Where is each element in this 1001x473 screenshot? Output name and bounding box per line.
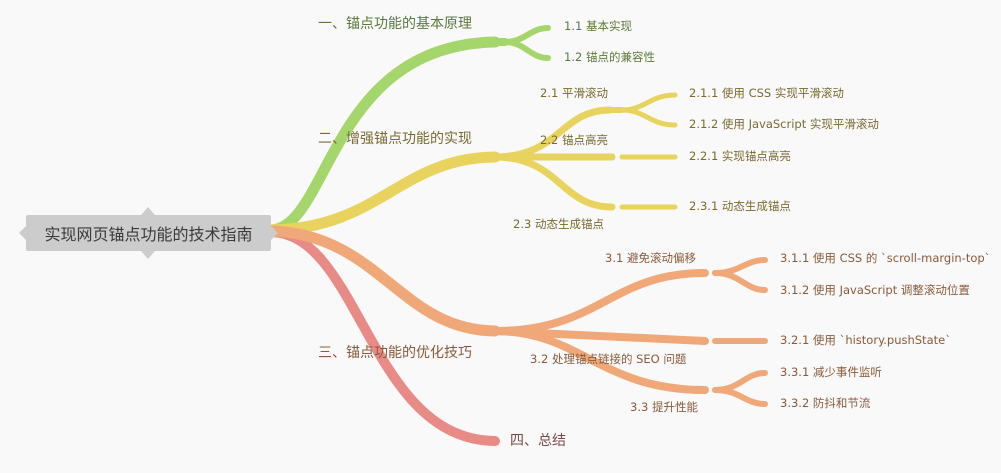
root-notch-top [141,207,155,215]
node-2-1-1[interactable]: 2.1.1 使用 CSS 实现平滑滚动 [689,86,844,100]
root-label: 实现网页锚点功能的技术指南 [44,225,253,244]
branch-2-lines [266,92,678,236]
node-2-1[interactable]: 2.1 平滑滚动 [540,86,608,100]
node-3-3-1[interactable]: 3.3.1 减少事件监听 [780,365,882,379]
node-2-3[interactable]: 2.3 动态生成锚点 [513,217,604,231]
node-3-1[interactable]: 3.1 避免滚动偏移 [605,251,696,265]
node-3-1-1[interactable]: 3.1.1 使用 CSS 的 `scroll-margin-top` [780,251,991,265]
branch-3-label[interactable]: 三、锚点功能的优化技巧 [318,345,472,361]
node-3-1-2[interactable]: 3.1.2 使用 JavaScript 调整滚动位置 [780,283,970,297]
branch-3-lines [266,225,768,407]
root-notch-right [271,226,278,240]
branch-2-label[interactable]: 二、增强锚点功能的实现 [318,131,472,147]
root-notch-left [19,226,26,240]
branch-1-lines [266,25,551,236]
node-2-1-2[interactable]: 2.1.2 使用 JavaScript 实现平滑滚动 [689,117,879,131]
root-notch-bottom [141,251,155,259]
node-3-2-1[interactable]: 3.2.1 使用 `history.pushState` [780,333,951,347]
branch-1-label[interactable]: 一、锚点功能的基本原理 [318,16,472,32]
root-node[interactable]: 实现网页锚点功能的技术指南 [19,207,278,259]
node-3-3[interactable]: 3.3 提升性能 [630,400,698,414]
branch-4-lines [267,227,500,446]
node-2-3-1[interactable]: 2.3.1 动态生成锚点 [689,199,791,213]
node-2-2-1[interactable]: 2.2.1 实现锚点高亮 [689,149,791,163]
node-1-1[interactable]: 1.1 基本实现 [564,19,632,33]
node-3-3-2[interactable]: 3.3.2 防抖和节流 [780,396,871,410]
node-2-2[interactable]: 2.2 锚点高亮 [540,133,608,147]
node-1-2[interactable]: 1.2 锚点的兼容性 [564,50,655,64]
branch-4-label[interactable]: 四、总结 [510,433,566,449]
node-3-2[interactable]: 3.2 处理锚点链接的 SEO 问题 [530,352,687,366]
